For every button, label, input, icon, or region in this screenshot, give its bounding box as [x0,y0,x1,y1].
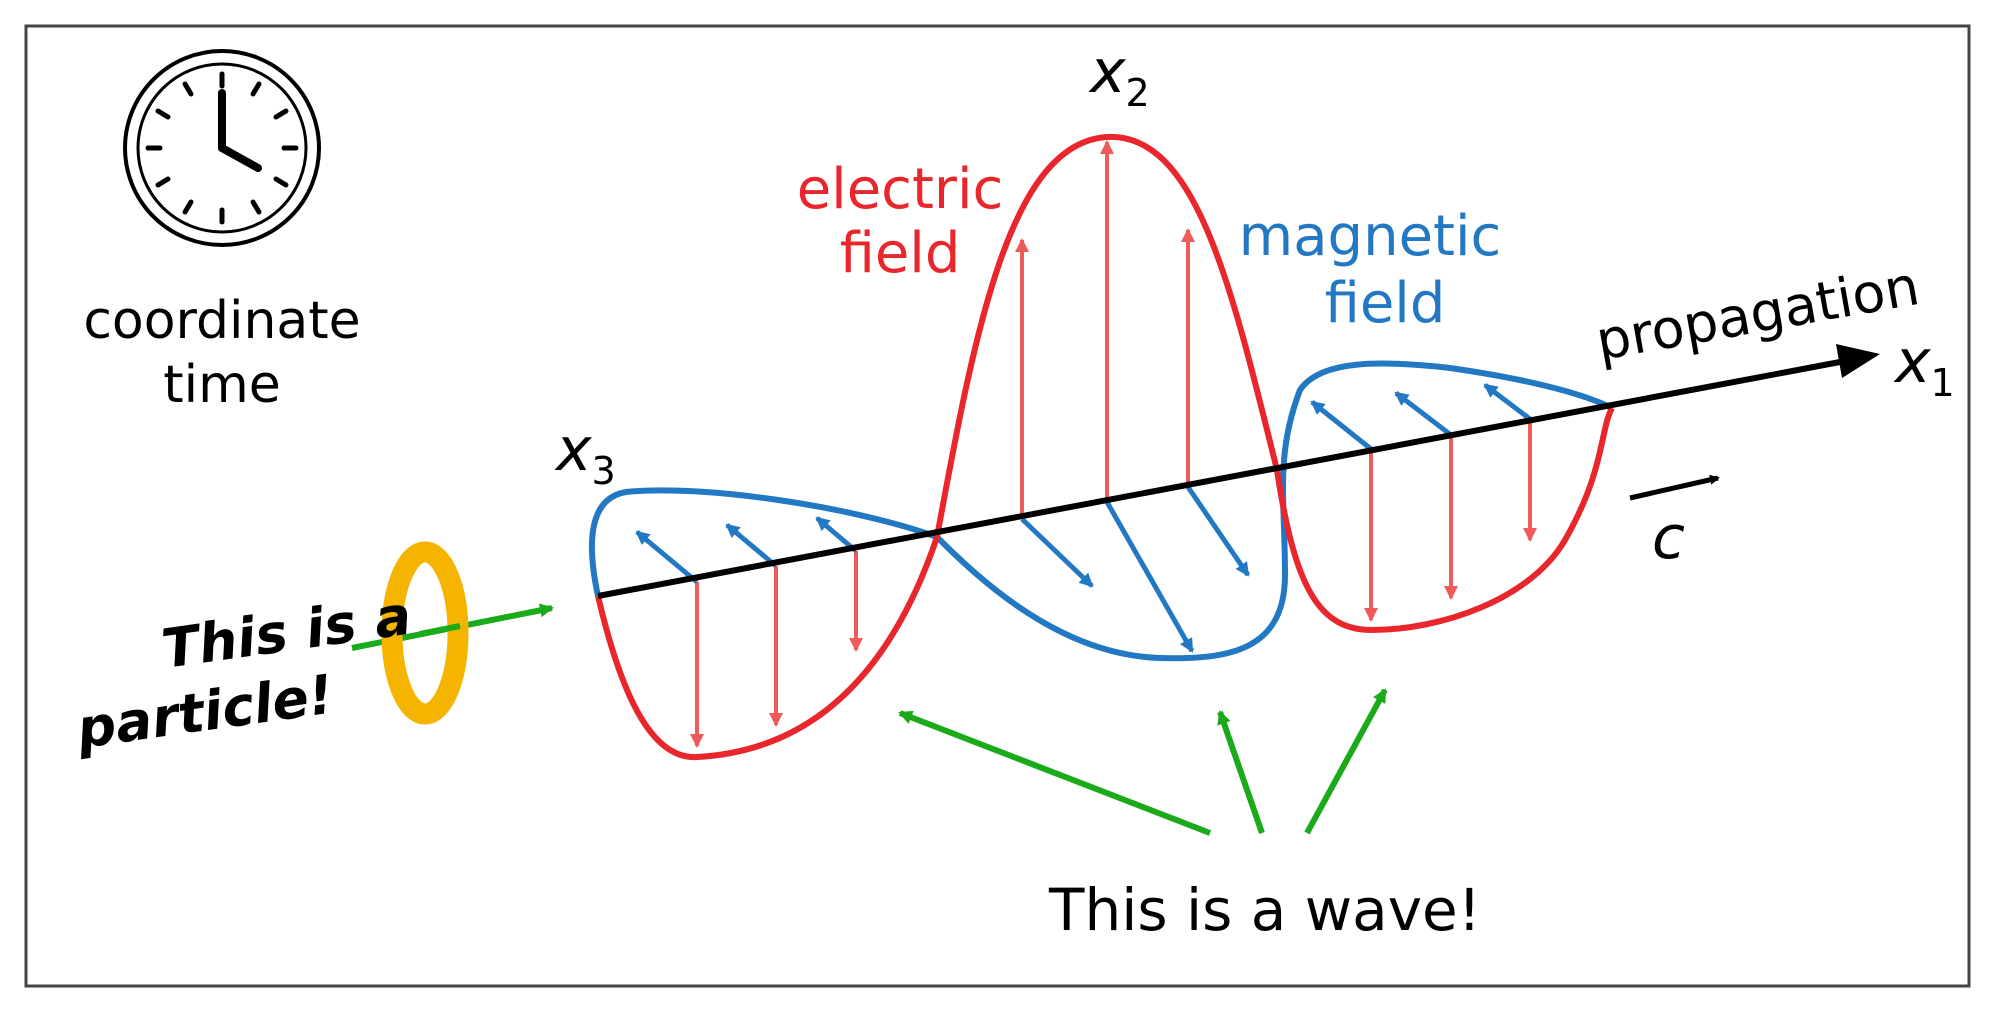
magnetic-field-arrows [635,383,1532,653]
wave-pointer-arrows [898,688,1388,836]
electric-field-arrows-lower [690,419,1537,748]
particle-trajectory-front [419,623,461,637]
x2-label: x2 [1088,37,1150,115]
clock-caption-line2: time [163,355,280,415]
electric-field-label-line1: electric [797,157,1004,222]
magnetic-field-label-line2: field [1325,271,1446,336]
clock-caption-line1: coordinate [83,291,360,351]
propagation-axis [597,359,1841,599]
clock-icon [123,49,321,247]
x3-label: x3 [554,415,616,493]
wave-caption: This is a wave! [1048,876,1481,944]
electric-field-arrows-upper [1015,140,1195,519]
magnetic-field-label-line1: magnetic [1239,204,1502,269]
electric-field-curve [595,133,1615,761]
speed-label: c [1652,503,1685,573]
particle-ring-icon [381,541,469,725]
electric-field-label-line2: field [840,221,961,286]
magnetic-field-curve [588,360,1614,662]
figure-frame [24,24,1971,988]
propagation-axis-arrowhead [1836,344,1880,378]
x1-label: x1 [1893,327,1955,405]
speed-arrow [1629,474,1720,501]
